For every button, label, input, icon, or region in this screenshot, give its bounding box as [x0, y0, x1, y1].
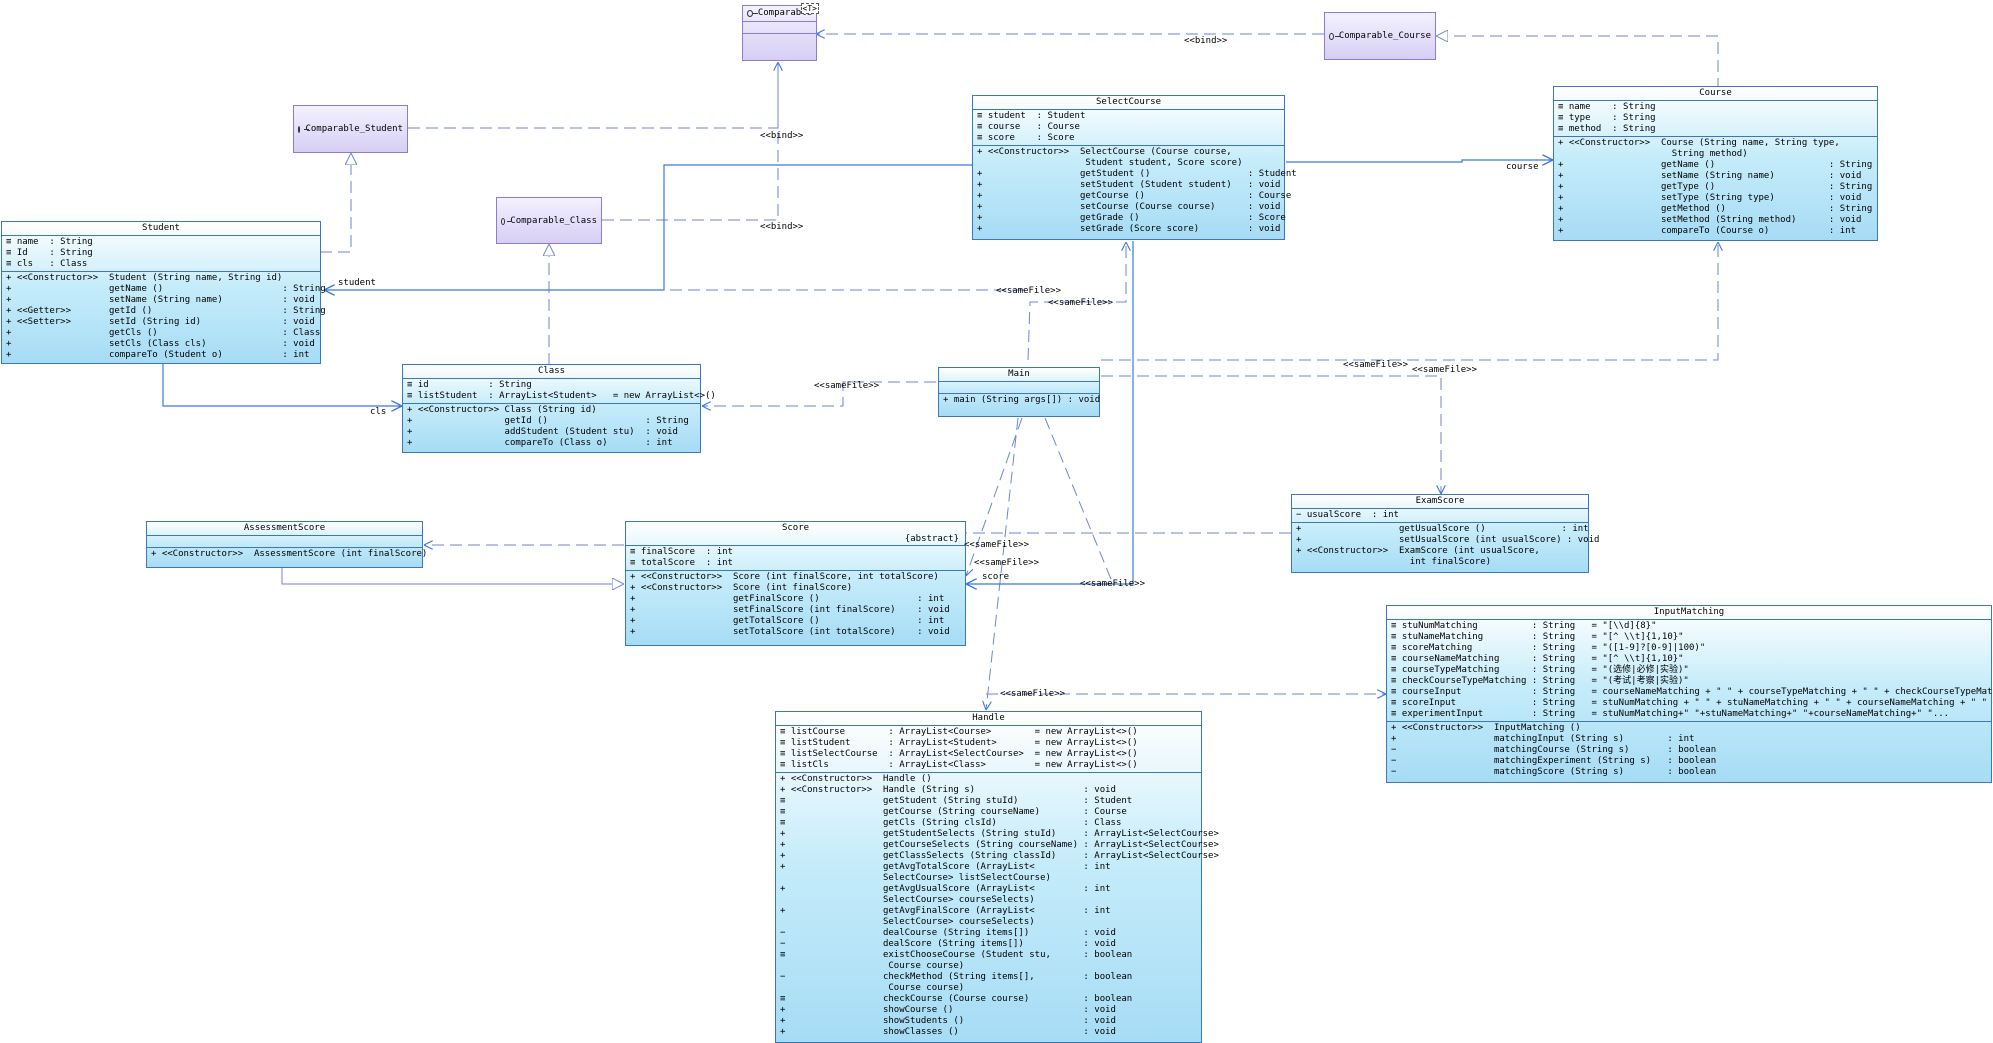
interface-name: Comparable_Class: [510, 216, 597, 226]
class-attributes: ≡ name : String ≡ Id : String ≡ cls : Cl…: [2, 236, 320, 272]
class-attributes: ≡ id : String ≡ listStudent : ArrayList<…: [403, 379, 716, 404]
bind-label: <<bind>>: [1184, 36, 1228, 46]
samefile-label: <<sameFile>>: [814, 381, 880, 391]
class-operations: + main (String args[]) : void: [943, 395, 1101, 405]
class-operations: + <<Constructor>> InputMatching () + mat…: [1391, 723, 1717, 777]
bind-class-line: [602, 62, 779, 221]
comparable-interface[interactable]: <T> Comparable: [742, 3, 819, 61]
interface-section: [743, 21, 816, 33]
class-operations: + <<Constructor>> Class (String id) + ge…: [407, 405, 689, 448]
class-attributes: ≡ name : String ≡ type : String ≡ method…: [1554, 101, 1877, 137]
class-class[interactable]: Class ≡ id : String ≡ listStudent : Arra…: [402, 364, 716, 453]
role-label-score: score: [982, 572, 1010, 582]
interface-name: Comparable_Student: [305, 124, 403, 134]
comparable-student-interface[interactable]: Comparable_Student: [293, 105, 408, 153]
class-name: Student: [2, 222, 320, 236]
bind-label: <<bind>>: [760, 222, 804, 232]
interface-name: Comparable_Course: [1338, 31, 1431, 41]
interface-lollipop-icon: [298, 126, 312, 133]
class-operations: + <<Constructor>> Handle () + <<Construc…: [780, 774, 1219, 1037]
samefile-label: <<sameFile>>: [964, 540, 1030, 550]
class-attributes: [147, 536, 422, 548]
assoc-selectcourse-score-line: [966, 241, 1134, 584]
class-name: AssessmentScore: [147, 522, 422, 536]
class-name: Handle: [776, 712, 1201, 726]
extend-assessment-line: [281, 568, 624, 584]
class-header: Score {abstract}: [626, 522, 965, 546]
assoc-selectcourse-student-line: [324, 164, 972, 290]
selectcourse-class[interactable]: SelectCourse ≡ student : Student ≡ cours…: [972, 95, 1297, 240]
class-attributes: ≡ stuNumMatching : String = "[\\d]{8}" ≡…: [1387, 620, 1993, 722]
assoc-selectcourse-course-line: [1286, 160, 1553, 162]
examscore-class[interactable]: ExamScore − usualScore : int + getUsualS…: [1291, 494, 1600, 573]
class-name: InputMatching: [1387, 606, 1991, 620]
assoc-student-class-line: [162, 364, 402, 406]
class-attributes: ≡ listCourse : ArrayList<Course> = new A…: [776, 726, 1201, 773]
class-operations: + <<Constructor>> SelectCourse (Course c…: [977, 147, 1297, 234]
samefile-main-score-line: [966, 417, 1023, 576]
role-label-course: course: [1506, 162, 1539, 172]
interface-lollipop-icon: [501, 218, 513, 225]
role-label-student: student: [338, 278, 376, 288]
samefile-label: <<sameFile>>: [1048, 298, 1114, 308]
comparable-class-interface[interactable]: Comparable_Class: [496, 197, 602, 244]
class-attributes: ≡ student : Student ≡ course : Course ≡ …: [973, 110, 1284, 146]
samefile-label: <<sameFile>>: [996, 286, 1062, 296]
student-class[interactable]: Student ≡ name : String ≡ Id : String ≡ …: [1, 221, 326, 364]
samefile-main-course-line: [1101, 242, 1718, 361]
class-name: Score: [781, 523, 810, 533]
bind-label: <<bind>>: [760, 131, 804, 141]
score-class[interactable]: Score {abstract} ≡ finalScore : int ≡ to…: [625, 521, 966, 646]
samefile-label: <<sameFile>>: [974, 558, 1040, 568]
interface-lollipop-icon: [747, 10, 758, 17]
class-name: Course: [1554, 87, 1877, 101]
class-operations: + <<Constructor>> Student (String name, …: [6, 273, 326, 360]
comparable-course-interface[interactable]: Comparable_Course: [1324, 12, 1436, 60]
handle-class[interactable]: Handle ≡ listCourse : ArrayList<Course> …: [775, 711, 1219, 1043]
class-name: ExamScore: [1292, 495, 1588, 509]
type-parameter: <T>: [800, 3, 819, 14]
class-name: SelectCourse: [973, 96, 1284, 110]
samefile-main-selectcourse-line: [1027, 242, 1126, 361]
bind-student-line: [408, 62, 778, 129]
samefile-label: <<sameFile>>: [1412, 365, 1478, 375]
samefile-label: <<sameFile>>: [1343, 360, 1409, 370]
class-name: Main: [939, 368, 1099, 382]
class-attributes: [939, 382, 1099, 394]
class-operations: + <<Constructor>> Course (String name, S…: [1558, 138, 1873, 236]
class-attributes: ≡ finalScore : int ≡ totalScore : int: [626, 546, 965, 571]
class-operations: + <<Constructor>> AssessmentScore (int f…: [151, 549, 428, 559]
realize-student-line: [320, 153, 351, 253]
interface-name: Comparable: [757, 8, 812, 18]
class-name: Class: [403, 365, 700, 379]
interface-lollipop-icon: [1329, 33, 1340, 40]
role-label-cls: cls: [370, 407, 387, 417]
assessmentscore-class[interactable]: AssessmentScore + <<Constructor>> Assess…: [146, 521, 428, 568]
main-class[interactable]: Main + main (String args[]) : void: [938, 367, 1100, 417]
class-attributes: − usualScore : int: [1292, 509, 1588, 523]
samefile-main-scorelabel-line: [1044, 417, 1114, 585]
class-operations: + <<Constructor>> Score (int finalScore,…: [630, 572, 950, 637]
samefile-label: <<sameFile>>: [1000, 689, 1066, 699]
class-operations: + getUsualScore () : int + setUsualScore…: [1296, 524, 1600, 567]
course-class[interactable]: Course ≡ name : String ≡ type : String ≡…: [1553, 86, 1878, 241]
interface-section: [743, 33, 816, 45]
samefile-main-class-line: [702, 381, 936, 406]
samefile-main-handle-line: [986, 417, 1019, 710]
inputmatching-class[interactable]: InputMatching ≡ stuNumMatching : String …: [1386, 605, 1993, 783]
samefile-label: <<sameFile>>: [1080, 579, 1146, 589]
samefile-main-examscore-line: [1101, 375, 1441, 494]
class-stereotype: {abstract}: [904, 534, 959, 544]
